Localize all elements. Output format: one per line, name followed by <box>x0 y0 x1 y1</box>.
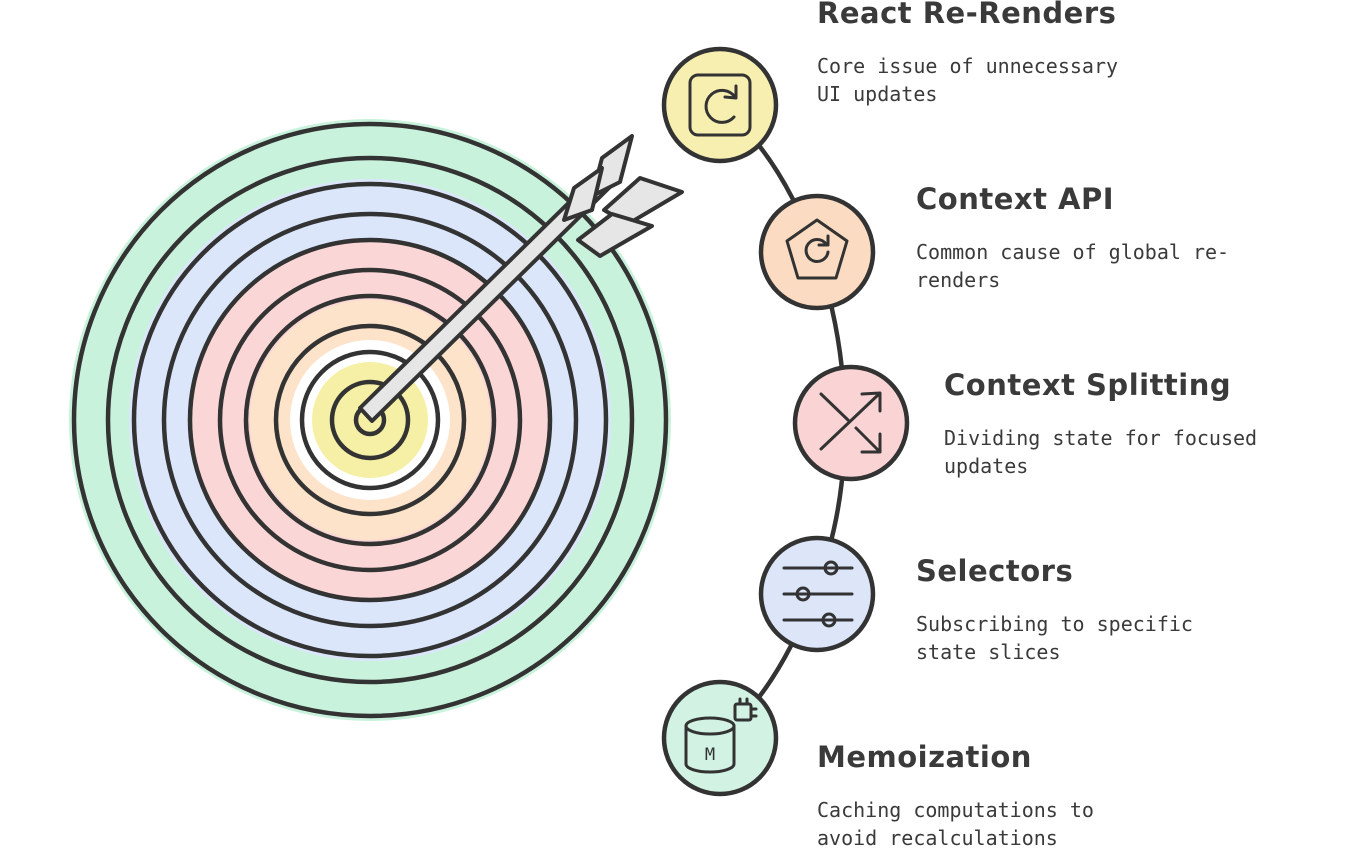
item-title: React Re-Renders <box>817 0 1117 30</box>
node-context-api <box>758 193 876 311</box>
item-description: Common cause of global re-renders <box>916 240 1230 292</box>
item-title: Context Splitting <box>944 368 1232 402</box>
item-title: Selectors <box>916 554 1074 588</box>
node-selectors <box>758 535 876 653</box>
split-arrows-icon <box>819 391 882 454</box>
node-react-re-renders <box>661 46 779 164</box>
item-description: Core issue of unnecessary UI updates <box>817 54 1119 106</box>
item-title: Context API <box>916 182 1115 216</box>
node-circle <box>661 679 779 797</box>
timeline-arc <box>717 102 848 741</box>
target-rings <box>71 121 669 719</box>
node-circle <box>758 193 876 311</box>
target-band-blue <box>129 179 611 661</box>
node-circle <box>792 364 910 482</box>
node-circle <box>661 46 779 164</box>
target-band-orange <box>250 300 490 540</box>
database-chip-icon: M <box>684 697 758 774</box>
target-band-green <box>69 119 671 721</box>
refresh-square-icon <box>688 73 752 137</box>
pentagon-refresh-icon <box>785 218 849 280</box>
node-memoization: M <box>661 679 779 797</box>
item-title: Memoization <box>817 740 1032 774</box>
arrow-icon <box>358 134 684 423</box>
svg-text:M: M <box>705 745 715 765</box>
node-context-splitting <box>792 364 910 482</box>
item-description: Dividing state for focused updates <box>944 426 1258 478</box>
item-description: Subscribing to specific state slices <box>916 612 1193 664</box>
item-description: Caching computations to avoid recalculat… <box>817 798 1094 850</box>
sliders-icon <box>782 560 854 628</box>
